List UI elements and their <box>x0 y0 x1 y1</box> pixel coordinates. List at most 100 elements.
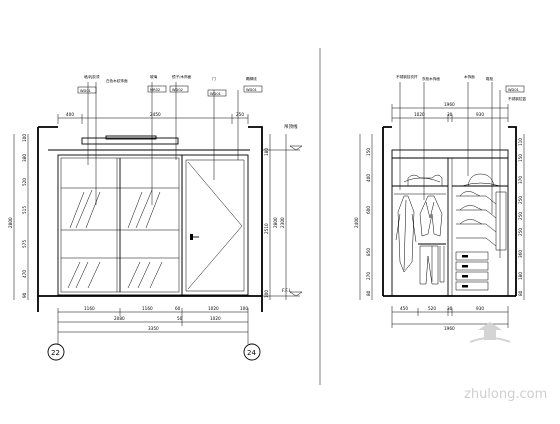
dim-label: 850 <box>366 248 371 256</box>
callout-label: 不锈钢拉篮 <box>508 96 526 101</box>
folded-clothes-2 <box>403 177 441 183</box>
shoe-shelves <box>456 191 507 251</box>
dim-label: 930 <box>476 306 484 311</box>
left-wall-outline <box>37 126 263 312</box>
dim-label: 30 <box>447 112 453 117</box>
dim-label: 50 <box>177 316 183 321</box>
basket <box>455 271 489 281</box>
hanging-trousers-2 <box>431 246 445 283</box>
callout-label: 门 <box>212 76 216 81</box>
watermark-logo-icon <box>478 322 502 340</box>
callout-tag-box <box>147 85 167 93</box>
basket <box>455 261 489 271</box>
dim-total: 2300 <box>280 217 285 228</box>
ceiling-level-marker <box>289 145 303 151</box>
basket-handle <box>462 255 468 258</box>
left-side-dimensions: 100 380 520 515 575 470 90 2800 <box>8 134 29 300</box>
callout-tag-box <box>243 85 263 93</box>
left-right-dimensions: 180 2510 100 2800 2300 <box>264 134 287 300</box>
basket <box>455 251 489 261</box>
dim-total: 2400 <box>354 217 359 228</box>
dim-label: 400 <box>66 112 74 117</box>
callout-label: 踢脚线 <box>246 76 257 81</box>
dim-label: 90 <box>22 292 27 298</box>
left-callout-labels: 墙/乳胶漆 白色木纹饰面 玻璃 镜子/木饰面 门 踢脚线 <box>84 74 257 83</box>
hat-brim <box>461 182 501 187</box>
dim-label: 80 <box>366 290 371 296</box>
callout-code: WD01 <box>210 92 221 96</box>
left-bottom-dimensions: 1160 1160 60 1020 100 2080 50 1020 3350 <box>57 306 248 336</box>
dim-label: 180 <box>518 272 523 280</box>
coat-folds <box>395 199 417 271</box>
right-top-dimensions: 1960 1020 30 930 <box>391 102 509 122</box>
dim-label: 1020 <box>208 306 219 311</box>
hanging-shirt <box>419 195 443 237</box>
hanging-trousers <box>419 245 439 285</box>
callout-tag-box <box>505 85 525 93</box>
callout-code: WD01 <box>80 89 91 93</box>
dim-total: 3350 <box>148 326 159 331</box>
shirt-collar <box>425 201 435 219</box>
right-right-dimensions: 110 150 370 250 250 250 360 180 80 <box>518 134 525 300</box>
dim-label: 80 <box>518 290 523 296</box>
basket-handle <box>462 285 468 288</box>
hanging-coat <box>397 195 415 273</box>
dim-label: 60 <box>175 306 181 311</box>
dim-label: 360 <box>518 250 523 258</box>
dim-label: 575 <box>22 240 27 248</box>
dim-label: 1020 <box>210 316 221 321</box>
dim-label: 250 <box>518 196 523 204</box>
right-elevation: 不锈钢挂衣杆 衣柜木饰面 木饰面 鞋柜 不锈钢拉篮 WD01 1960 1020… <box>354 74 526 331</box>
left-top-dimensions: 400 2450 250 <box>57 112 249 124</box>
dim-label: 600 <box>366 206 371 214</box>
dim-label: 270 <box>366 272 371 280</box>
glass-hatch <box>67 189 163 289</box>
left-callout-leaders <box>87 82 239 205</box>
dim-label: 30 <box>447 306 453 311</box>
dim-label: 250 <box>518 228 523 236</box>
left-elevation: 吊顶线 F.F.L WD01 MR02 WD02 WD01 WD01 墙/乳胶漆 <box>8 74 303 361</box>
right-callout-leaders <box>399 82 501 258</box>
folded-clothes <box>407 174 443 186</box>
callout-tag-box <box>77 86 97 94</box>
callout-label: 鞋柜 <box>486 76 494 81</box>
left-callout-tags: WD01 MR02 WD02 WD01 WD01 <box>77 85 263 97</box>
dim-label: 515 <box>22 206 27 214</box>
pull-out-baskets <box>455 251 489 291</box>
callout-tag-box <box>207 89 227 97</box>
dim-label: 2510 <box>264 223 269 234</box>
callout-label: 衣柜木饰面 <box>422 76 440 81</box>
axis-bubble-24 <box>243 343 261 361</box>
dim-total: 2800 <box>273 217 278 228</box>
floor-label: F.F.L <box>282 288 292 294</box>
axis-label: 24 <box>247 349 256 357</box>
dim-label: 100 <box>264 290 269 298</box>
right-callout-labels: 不锈钢挂衣杆 衣柜木饰面 木饰面 鞋柜 不锈钢拉篮 WD01 <box>396 74 526 101</box>
ceiling-label: 吊顶线 <box>284 123 298 130</box>
hat-item <box>467 173 495 187</box>
callout-label: 白色木纹饰面 <box>106 78 128 83</box>
dim-label: 100 <box>22 134 27 142</box>
dim-label: 1160 <box>84 306 95 311</box>
dim-label: 250 <box>518 212 523 220</box>
axis-bubble-22 <box>47 343 65 361</box>
basket-handle <box>462 265 468 268</box>
dim-label: 100 <box>240 306 248 311</box>
callout-code: WD01 <box>508 88 519 92</box>
dim-total: 1960 <box>444 326 455 331</box>
dim-label: 180 <box>264 148 269 156</box>
right-wall-outline <box>382 126 517 296</box>
watermark-text: zhulong.com <box>464 387 547 402</box>
right-left-dimensions: 150 400 600 850 270 80 2400 <box>354 134 373 300</box>
callout-label: 墙/乳胶漆 <box>84 74 100 79</box>
floor-level-marker <box>289 291 303 297</box>
callout-code: WD02 <box>172 88 183 92</box>
dim-total: 1960 <box>444 102 455 107</box>
callout-code: WD01 <box>246 88 257 92</box>
dim-label: 450 <box>400 306 408 311</box>
callout-label: 玻璃 <box>150 74 158 79</box>
dim-label: 470 <box>22 270 27 278</box>
dim-label: 150 <box>366 148 371 156</box>
cabinet-body <box>391 149 509 297</box>
